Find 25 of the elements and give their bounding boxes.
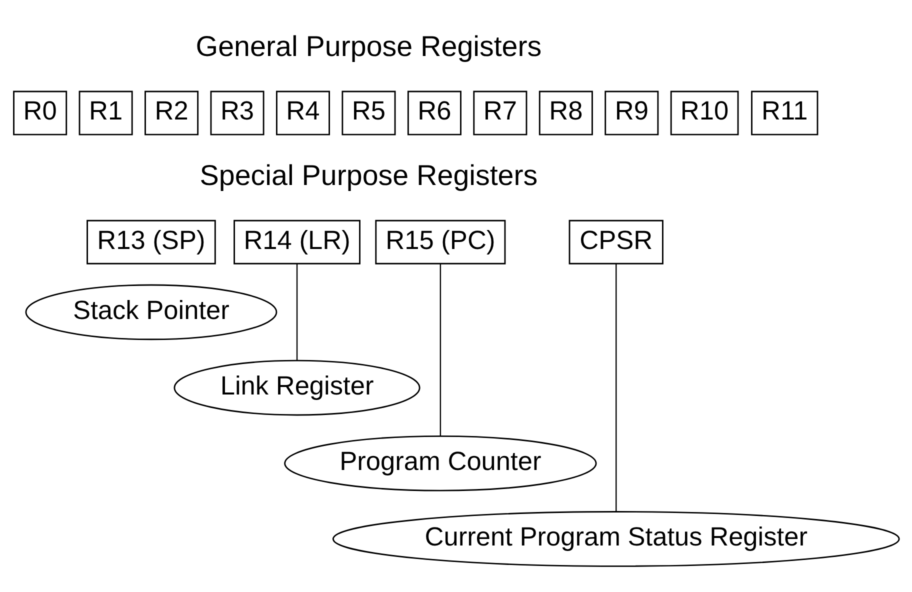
- connector: [615, 264, 616, 512]
- node-box: CPSR: [568, 219, 663, 264]
- node-ellipse: Current Program Status Register: [332, 510, 900, 566]
- node-box: R6: [406, 90, 461, 135]
- node-box: R3: [210, 90, 264, 135]
- connector: [439, 263, 441, 436]
- node-box: R14 (LR): [233, 219, 360, 264]
- node-box: R9: [604, 90, 658, 135]
- node-ellipse: Link Register: [173, 359, 420, 416]
- label: General Purpose Registers: [195, 30, 542, 62]
- node-ellipse: Stack Pointer: [24, 284, 277, 340]
- node-box: R5: [341, 90, 396, 135]
- node-box: R8: [538, 90, 592, 135]
- node-box: R13 (SP): [86, 219, 216, 264]
- node-box: R11: [750, 90, 818, 135]
- node-box: R1: [78, 90, 132, 135]
- node-box: R10: [670, 90, 738, 135]
- node-box: R2: [144, 90, 198, 135]
- node-ellipse: Program Counter: [284, 434, 596, 491]
- node-box: R7: [472, 90, 527, 135]
- node-box: R15 (PC): [374, 219, 506, 264]
- node-box: R4: [275, 90, 330, 135]
- connector: [296, 263, 298, 360]
- label: Special Purpose Registers: [199, 159, 538, 192]
- node-box: R0: [12, 90, 67, 135]
